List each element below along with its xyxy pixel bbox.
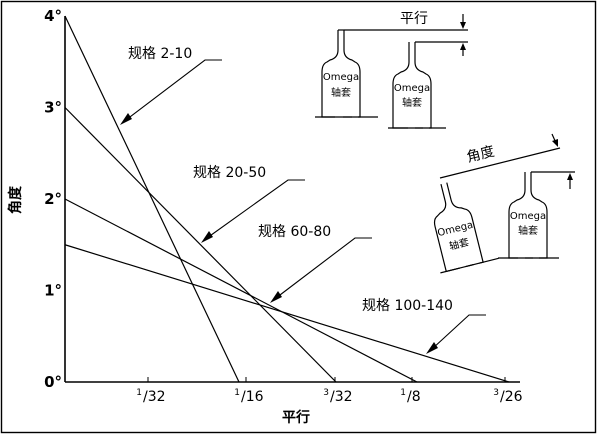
parallel-title: 平行 xyxy=(400,11,428,27)
series-lines xyxy=(64,15,510,383)
x-tick-numerator: 1 xyxy=(400,388,406,398)
callout-arrowhead-20-50 xyxy=(201,231,213,243)
callout-label-2-10: 规格 2-10 xyxy=(128,46,192,62)
y-tick-label: 3° xyxy=(44,99,62,117)
y-tick-label: 4° xyxy=(44,7,62,25)
callout-leader-2-10 xyxy=(125,59,222,121)
y-tick-label: 2° xyxy=(44,190,62,208)
x-axis-label: 平行 xyxy=(282,409,310,426)
callout-60-80: 规格 60-80 xyxy=(258,224,372,303)
angle-right-brand: Omega xyxy=(510,211,546,222)
x-tick-numerator: 3 xyxy=(493,388,499,398)
angle-left-base-dash xyxy=(465,264,474,268)
series-line-2 xyxy=(64,107,337,383)
callout-arrowhead-100-140 xyxy=(426,342,438,354)
x-tick-denominator: /26 xyxy=(500,389,523,405)
angle-title: 角度 xyxy=(465,144,496,166)
angle-left-brand: Omega xyxy=(436,220,474,239)
callout-100-140: 规格 100-140 xyxy=(362,298,486,354)
x-tick-denominator: /32 xyxy=(143,389,166,405)
callout-label-60-80: 规格 60-80 xyxy=(258,224,331,240)
callout-leader-60-80 xyxy=(275,237,372,299)
callout-arrowhead-2-10 xyxy=(120,113,132,125)
x-tick-denominator: /8 xyxy=(407,389,421,405)
parallel-right-part: 轴套 xyxy=(402,96,422,109)
x-tick-denominator: /32 xyxy=(330,389,353,405)
angle-ref-tilted xyxy=(439,147,561,179)
x-tick-numerator: 1 xyxy=(136,388,142,398)
parallel-left-brand: Omega xyxy=(323,72,359,83)
angle-arrowhead-top xyxy=(552,139,558,147)
callout-leader-100-140 xyxy=(431,314,486,350)
callout-arrowhead-60-80 xyxy=(270,291,282,303)
angle-left-body xyxy=(433,182,484,273)
series-line-1 xyxy=(64,15,240,383)
parallel-left-part: 轴套 xyxy=(331,86,351,99)
x-tick-numerator: 3 xyxy=(323,388,329,398)
parallel-right-brand: Omega xyxy=(394,83,430,94)
parallel-offset-arrowhead-bottom xyxy=(460,43,466,50)
parallel-left-bushing xyxy=(321,30,361,118)
y-tick-labels: 0° 1° 2° 3° 4° xyxy=(44,7,62,391)
callout-leader-20-50 xyxy=(206,179,305,239)
x-tick-numerator: 1 xyxy=(234,388,240,398)
callout-label-20-50: 规格 20-50 xyxy=(193,165,266,181)
angle-left-bushing: Omega 轴套 xyxy=(433,182,499,274)
angle-right-part: 轴套 xyxy=(518,224,538,237)
angle-arrowhead-bottom xyxy=(567,173,573,180)
y-axis-label: 角度 xyxy=(7,185,24,214)
callout-label-100-140: 规格 100-140 xyxy=(362,298,453,314)
parallel-right-bushing xyxy=(392,42,432,129)
x-tick-denominator: /16 xyxy=(241,389,264,405)
angle-diagram: 角度 Omega 轴套 Omega 轴套 xyxy=(433,133,575,274)
angle-left-part: 轴套 xyxy=(448,235,471,252)
series-line-4 xyxy=(64,244,510,383)
callout-20-50: 规格 20-50 xyxy=(193,165,305,243)
callout-2-10: 规格 2-10 xyxy=(120,46,222,125)
series-line-3 xyxy=(64,198,418,383)
angle-left-base xyxy=(440,267,460,274)
parallel-offset-arrowhead-top xyxy=(460,22,466,29)
y-tick-label: 0° xyxy=(44,373,62,391)
parallel-diagram: 平行 Omega 轴套 Omega 轴套 xyxy=(315,11,468,129)
y-tick-label: 1° xyxy=(44,282,62,300)
angle-left-base-end xyxy=(479,257,499,264)
